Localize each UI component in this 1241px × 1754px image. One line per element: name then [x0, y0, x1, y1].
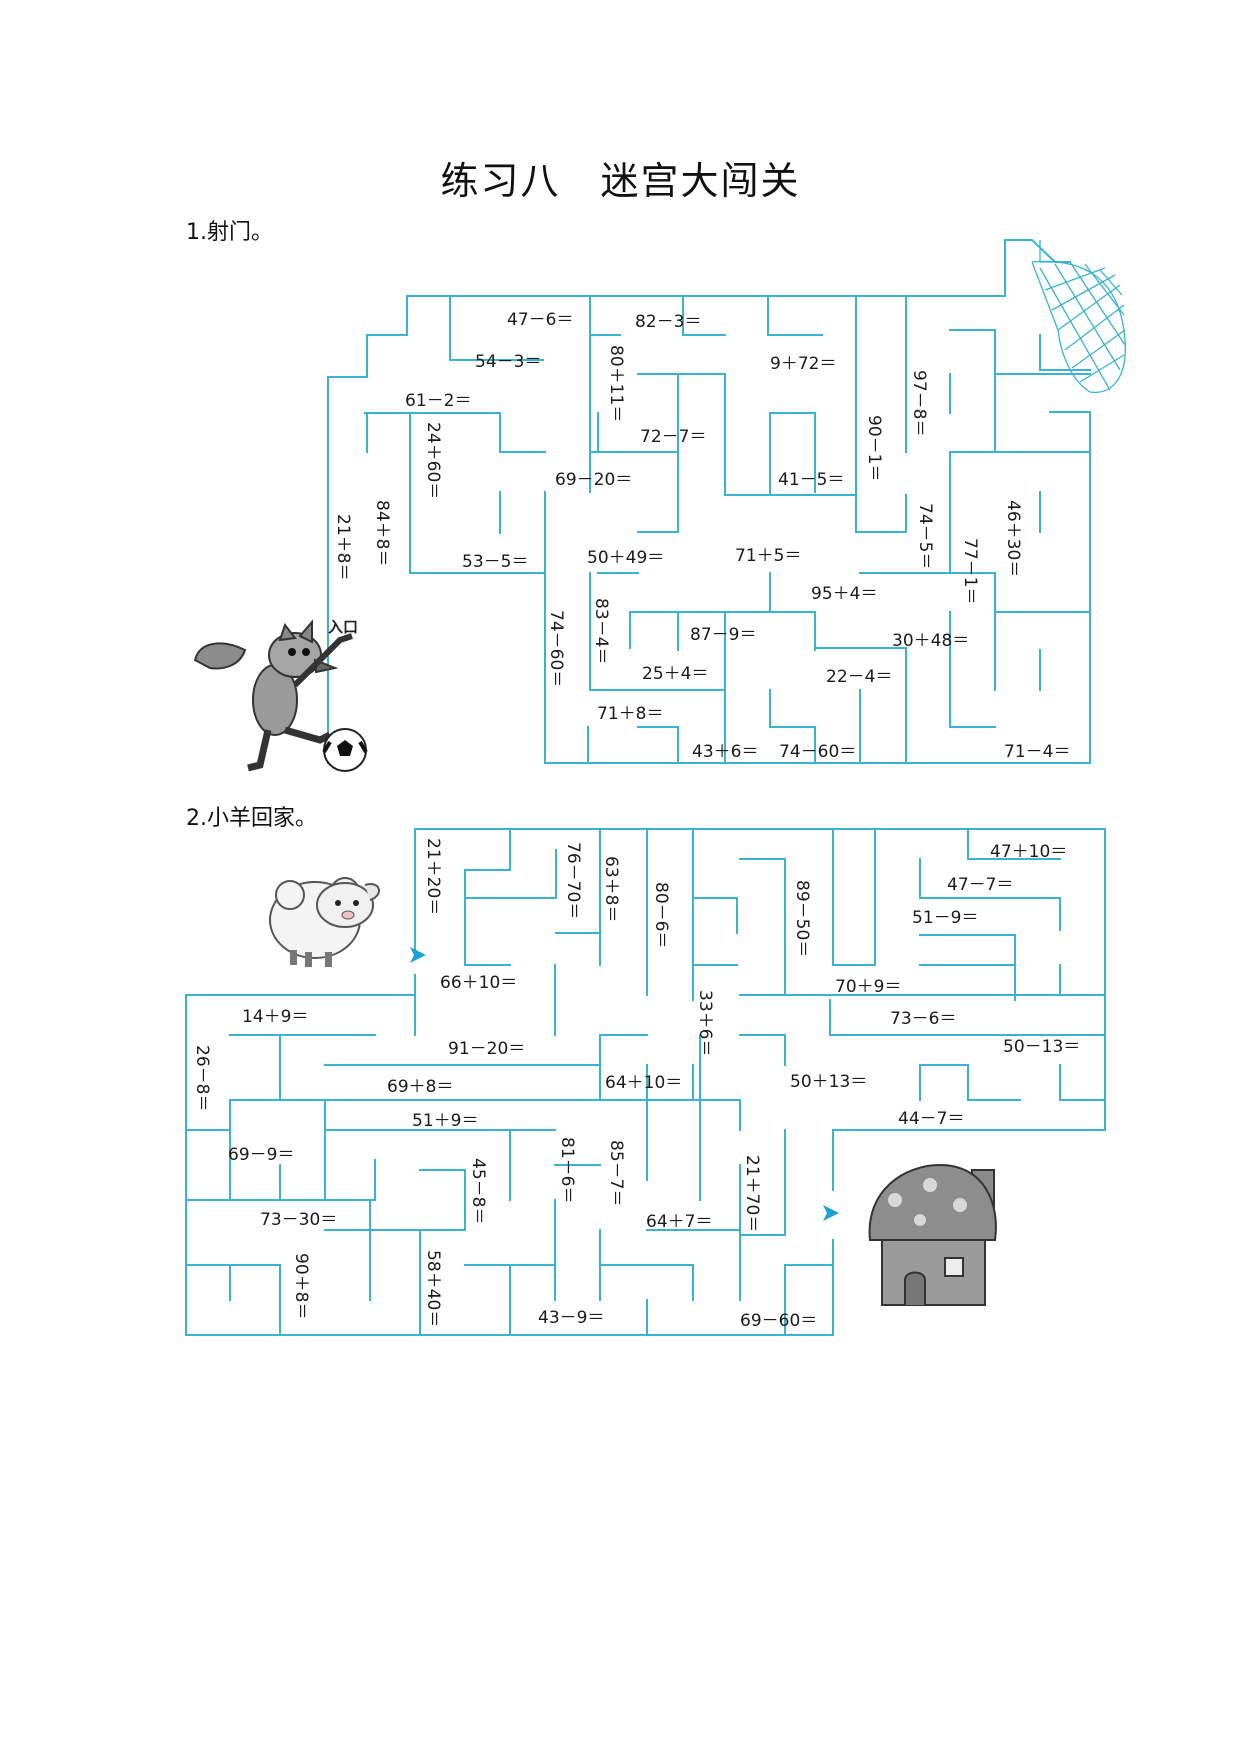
- finish-arrow-icon: [823, 1205, 839, 1221]
- equation-label: 58＋40＝: [423, 1250, 443, 1327]
- equation-label: 14＋9＝: [242, 1007, 308, 1027]
- equation-label: 71＋8＝: [597, 704, 663, 724]
- equation-label: 80－6＝: [651, 882, 671, 948]
- equation-label: 50＋13＝: [790, 1072, 867, 1092]
- equation-label: 21＋20＝: [423, 838, 443, 915]
- equation-label: 33＋6＝: [695, 990, 715, 1056]
- equation-label: 26－8＝: [192, 1045, 212, 1111]
- equation-label: 74－60＝: [779, 742, 856, 762]
- mushroom-house-icon: [868, 1163, 997, 1306]
- equation-label: 87－9＝: [690, 625, 756, 645]
- wolf-kicking-ball-icon: [193, 619, 368, 772]
- equation-label: 89－50＝: [792, 880, 812, 957]
- equation-label: 70＋9＝: [835, 977, 901, 997]
- maze-2-equations: 21＋20＝ 76－70＝ 63＋8＝ 80－6＝ 89－50＝ 47＋10＝ …: [192, 838, 1080, 1331]
- equation-label: 63＋8＝: [601, 856, 621, 922]
- equation-label: 90－1＝: [864, 415, 884, 481]
- equation-label: 43＋6＝: [692, 742, 758, 762]
- equation-label: 22－4＝: [826, 667, 892, 687]
- equation-label: 51＋9＝: [412, 1111, 478, 1131]
- maze-2-walls: [185, 828, 1106, 1336]
- equation-label: 71＋5＝: [735, 546, 801, 566]
- equation-label: 66＋10＝: [440, 973, 517, 993]
- equation-label: 95＋4＝: [811, 584, 877, 604]
- equation-label: 47－6＝: [507, 310, 573, 330]
- equation-label: 47＋10＝: [990, 842, 1067, 862]
- equation-label: 53－5＝: [462, 552, 528, 572]
- equation-label: 9＋72＝: [770, 354, 836, 374]
- equation-label: 90＋8＝: [291, 1253, 311, 1319]
- sheep-icon: [269, 877, 380, 967]
- equation-label: 80＋11＝: [606, 345, 626, 422]
- equation-label: 77－1＝: [960, 538, 980, 604]
- equation-label: 69－60＝: [740, 1311, 817, 1331]
- equation-label: 24＋60＝: [423, 422, 443, 499]
- equation-label: 21＋8＝: [333, 514, 353, 580]
- equation-label: 71－4＝: [1004, 742, 1070, 762]
- equation-label: 50－13＝: [1003, 1037, 1080, 1057]
- equation-label: 91－20＝: [448, 1039, 525, 1059]
- equation-label: 61－2＝: [405, 391, 471, 411]
- equation-label: 74－60＝: [546, 610, 566, 687]
- equation-label: 69－20＝: [555, 470, 632, 490]
- equation-label: 64＋7＝: [646, 1212, 712, 1232]
- section-1-label: 1.射门。: [186, 220, 273, 245]
- start-arrow-icon: [410, 947, 426, 963]
- equation-label: 64＋10＝: [605, 1073, 682, 1093]
- entrance-label: 入口: [328, 618, 358, 636]
- equation-label: 41－5＝: [778, 470, 844, 490]
- equation-label: 69＋8＝: [387, 1077, 453, 1097]
- equation-label: 30＋48＝: [892, 631, 969, 651]
- equation-label: 74－5＝: [915, 503, 935, 569]
- equation-label: 54－3＝: [475, 352, 541, 372]
- section-2-label: 2.小羊回家。: [186, 806, 317, 831]
- equation-label: 21＋70＝: [742, 1155, 762, 1232]
- equation-label: 43－9＝: [538, 1308, 604, 1328]
- maze-1-walls: [327, 239, 1091, 764]
- equation-label: 84＋8＝: [372, 500, 392, 566]
- equation-label: 85－7＝: [606, 1140, 626, 1206]
- equation-label: 46＋30＝: [1003, 500, 1023, 577]
- equation-label: 25＋4＝: [642, 664, 708, 684]
- equation-label: 44－7＝: [898, 1109, 964, 1129]
- equation-label: 73－30＝: [260, 1210, 337, 1230]
- equation-label: 51－9＝: [912, 908, 978, 928]
- equation-label: 97－8＝: [909, 370, 929, 436]
- equation-label: 82－3＝: [635, 312, 701, 332]
- equation-label: 50＋49＝: [587, 548, 664, 568]
- equation-label: 76－70＝: [563, 842, 583, 919]
- soccer-goal-net-icon: [1031, 240, 1126, 394]
- equation-label: 45－8＝: [468, 1158, 488, 1224]
- equation-label: 73－6＝: [890, 1009, 956, 1029]
- equation-label: 47－7＝: [947, 875, 1013, 895]
- maze-1-equations: 47－6＝ 82－3＝ 54－3＝ 80＋11＝ 9＋72＝ 97－8＝ 61－…: [333, 310, 1070, 762]
- page-title: 练习八 迷宫大闯关: [440, 159, 801, 203]
- equation-label: 81－6＝: [557, 1137, 577, 1203]
- equation-label: 72－7＝: [640, 427, 706, 447]
- equation-label: 69－9＝: [228, 1145, 294, 1165]
- equation-label: 83－4＝: [591, 598, 611, 664]
